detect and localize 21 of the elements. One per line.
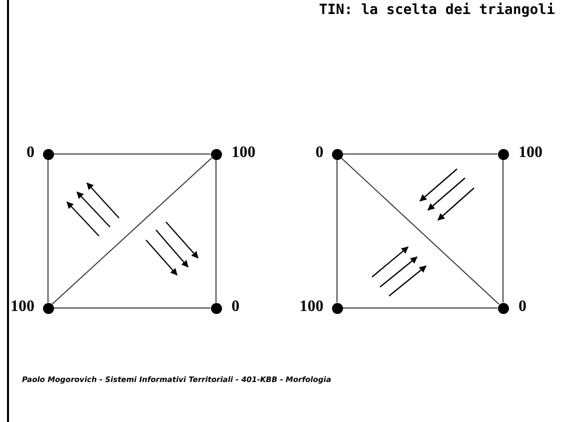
triangle-edge-line <box>340 157 500 305</box>
vertex-dot <box>42 302 54 314</box>
elevation-value: 100 <box>300 298 324 316</box>
triangle-edge-line <box>336 159 338 303</box>
triangle-edge-line <box>502 159 504 303</box>
elevation-value: 100 <box>10 298 34 316</box>
elevation-value: 0 <box>518 298 526 316</box>
vertex-dot <box>210 302 222 314</box>
vertex-dot <box>210 148 222 160</box>
elevation-value: 100 <box>232 144 256 162</box>
title: TIN: la scelta dei triangoli <box>318 2 555 18</box>
triangle-edge-line <box>52 157 212 305</box>
vertex-dot <box>332 302 342 314</box>
vertex-dot <box>498 302 508 314</box>
elevation-value: 100 <box>518 144 542 162</box>
elevation-value: 0 <box>232 298 240 316</box>
vertex-dot <box>498 148 508 160</box>
elevation-value: 0 <box>316 144 324 162</box>
vertex-dot <box>332 148 342 160</box>
vertex-dot <box>42 148 54 160</box>
elevation-value: 0 <box>26 144 34 162</box>
